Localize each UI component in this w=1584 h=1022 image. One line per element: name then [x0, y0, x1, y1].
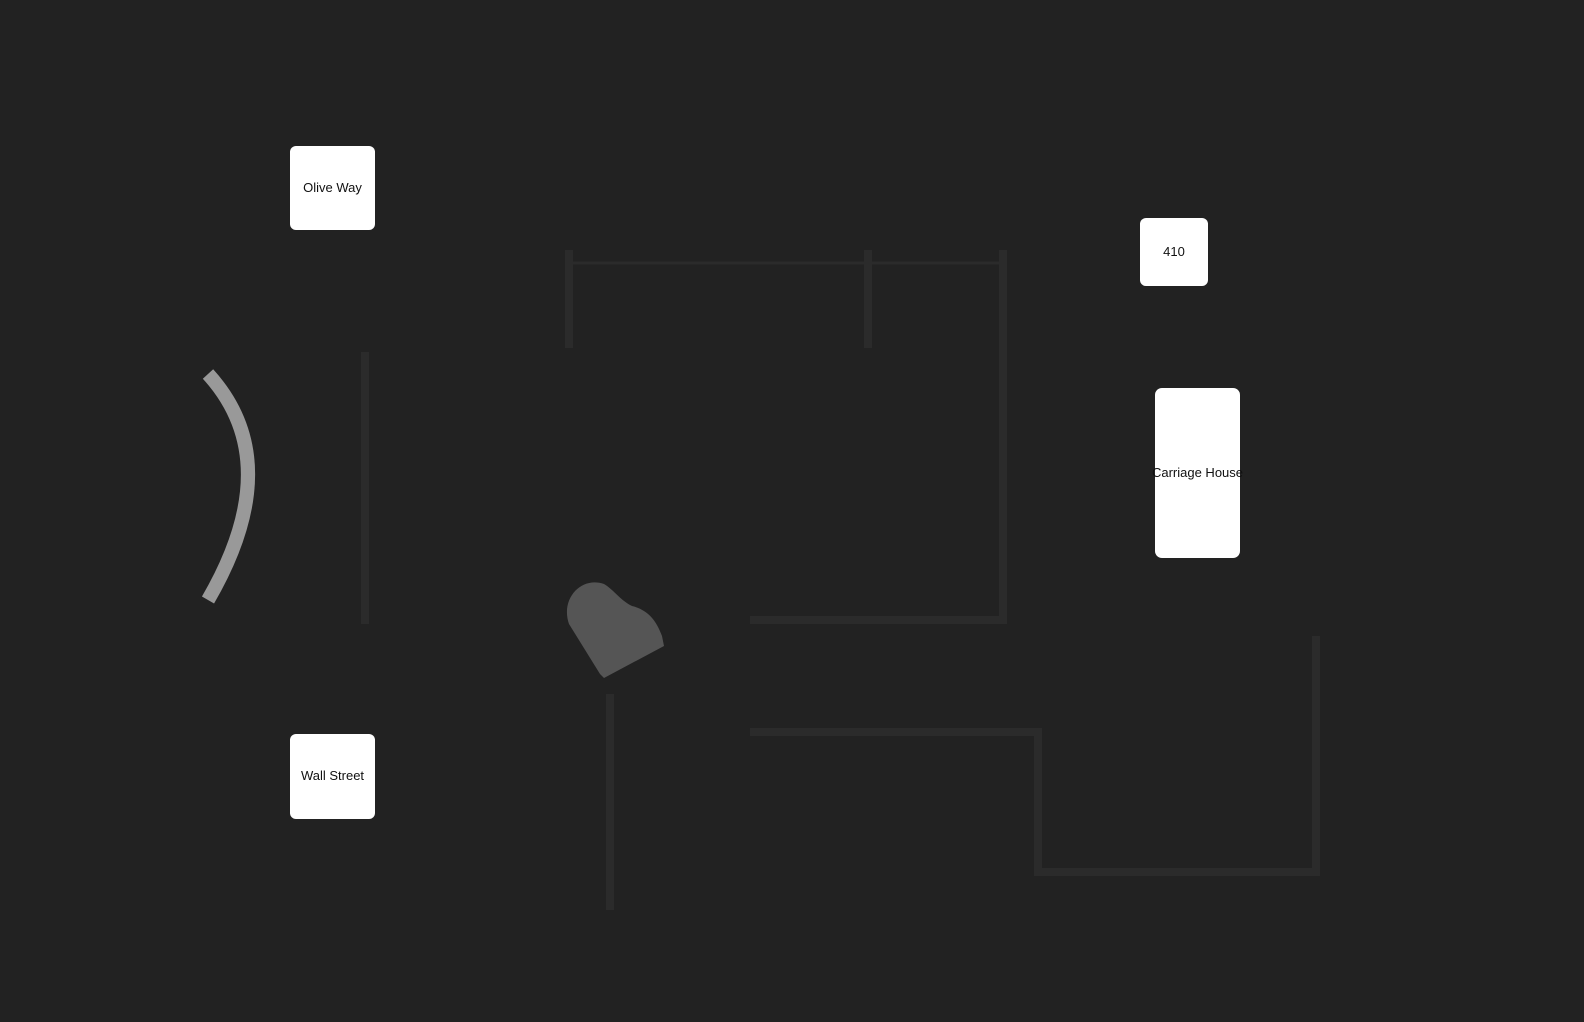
room-box[interactable] — [290, 734, 375, 819]
room-410[interactable]: 410 — [1140, 218, 1208, 286]
room-box[interactable] — [1155, 388, 1240, 558]
stage-arc-icon — [201, 369, 255, 604]
room-wall-street[interactable]: Wall Street — [290, 734, 375, 819]
room-carriage-house[interactable]: Carriage House — [1152, 388, 1243, 558]
room-label: Carriage House — [1152, 465, 1243, 480]
grand-piano-icon — [566, 582, 664, 678]
wall-lower-right — [750, 636, 1320, 876]
room-olive-way[interactable]: Olive Way — [290, 146, 375, 230]
room-label: Olive Way — [303, 180, 362, 195]
room-label: 410 — [1163, 244, 1185, 259]
room-label: Wall Street — [301, 768, 364, 783]
walls — [361, 250, 1320, 910]
room-box[interactable] — [290, 146, 375, 230]
room-box[interactable] — [1140, 218, 1208, 286]
